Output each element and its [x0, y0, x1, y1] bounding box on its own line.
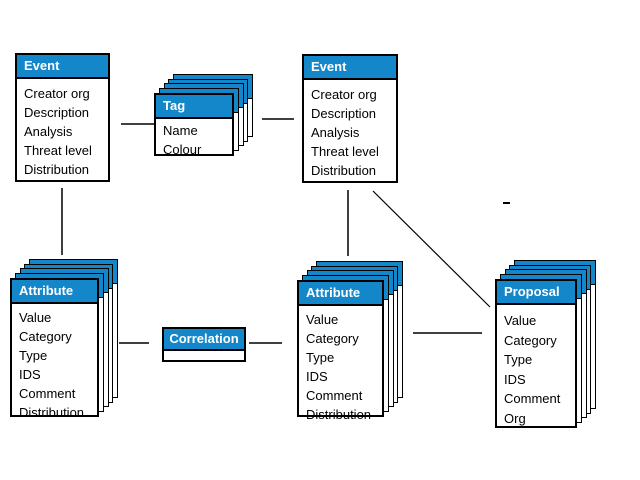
field-row: Type [19, 348, 48, 363]
entity-attribute-left-box: Attribute Value Category Type IDS Commen… [10, 278, 99, 420]
entity-correlation: Correlation [162, 327, 246, 362]
field-row: Description [311, 106, 377, 121]
entity-tag-box: Tag Name Colour [154, 93, 234, 159]
field-row: Threat level [24, 143, 92, 158]
field-row: Name [163, 123, 198, 138]
entity-attribute-left-fields: Value Category Type IDS Comment Distribu… [12, 304, 97, 422]
entity-correlation-header: Correlation [164, 329, 244, 351]
field-row: Org [504, 410, 526, 426]
entity-proposal: Proposal Value Category Type IDS Comment… [495, 260, 596, 428]
field-row: Creator org [24, 86, 90, 101]
field-row: Category [306, 331, 359, 346]
field-row: IDS [306, 369, 328, 384]
entity-attribute-left-header: Attribute [12, 280, 97, 304]
entity-tag: Tag Name Colour [154, 74, 253, 159]
entity-tag-header: Tag [156, 95, 232, 119]
field-row: Threat level [311, 144, 379, 159]
entity-event-left: Event Creator org Description Analysis T… [15, 53, 110, 182]
field-row: Distribution [19, 405, 85, 420]
entity-attribute-mid-header: Attribute [299, 282, 382, 306]
entity-attribute-mid: Attribute Value Category Type IDS Commen… [297, 261, 403, 422]
entity-event-right: Event Creator org Description Analysis T… [302, 54, 398, 183]
entity-attribute-mid-fields: Value Category Type IDS Comment Distribu… [299, 306, 382, 424]
field-row: Distribution [24, 162, 90, 177]
entity-correlation-box: Correlation [162, 327, 246, 362]
field-row: Colour [163, 141, 202, 157]
connector-eventright-proposal [372, 190, 491, 308]
field-row: Type [306, 350, 335, 365]
entity-event-left-header: Event [17, 55, 108, 79]
entity-proposal-header: Proposal [497, 281, 575, 305]
entity-event-left-fields: Creator org Description Analysis Threat … [17, 79, 108, 179]
field-row: IDS [19, 367, 41, 382]
field-row: Creator org [311, 87, 377, 102]
field-row: Analysis [311, 125, 360, 140]
entity-event-right-header: Event [304, 56, 396, 80]
entity-event-right-box: Event Creator org Description Analysis T… [302, 54, 398, 183]
field-row: Description [24, 105, 90, 120]
entity-proposal-box: Proposal Value Category Type IDS Comment… [495, 279, 577, 428]
field-row: Category [19, 329, 72, 344]
field-row: Comment [19, 386, 76, 401]
field-row: Value [504, 313, 537, 328]
field-row: Comment [504, 391, 561, 406]
field-row: Type [504, 352, 533, 367]
entity-attribute-left: Attribute Value Category Type IDS Commen… [10, 259, 118, 420]
field-row: Distribution [311, 163, 377, 178]
field-row: IDS [504, 371, 526, 387]
field-row: Analysis [24, 124, 73, 139]
entity-attribute-mid-box: Attribute Value Category Type IDS Commen… [297, 280, 384, 422]
field-row: Comment [306, 388, 363, 403]
entity-proposal-fields: Value Category Type IDS Comment Org [497, 305, 575, 428]
entity-event-left-box: Event Creator org Description Analysis T… [15, 53, 110, 182]
field-row: Value [306, 312, 339, 327]
entity-event-right-fields: Creator org Description Analysis Threat … [304, 80, 396, 180]
field-row: Distribution [306, 407, 372, 422]
field-row: Category [504, 332, 557, 348]
field-row: Value [19, 310, 52, 325]
entity-tag-fields: Name Colour [156, 119, 232, 159]
